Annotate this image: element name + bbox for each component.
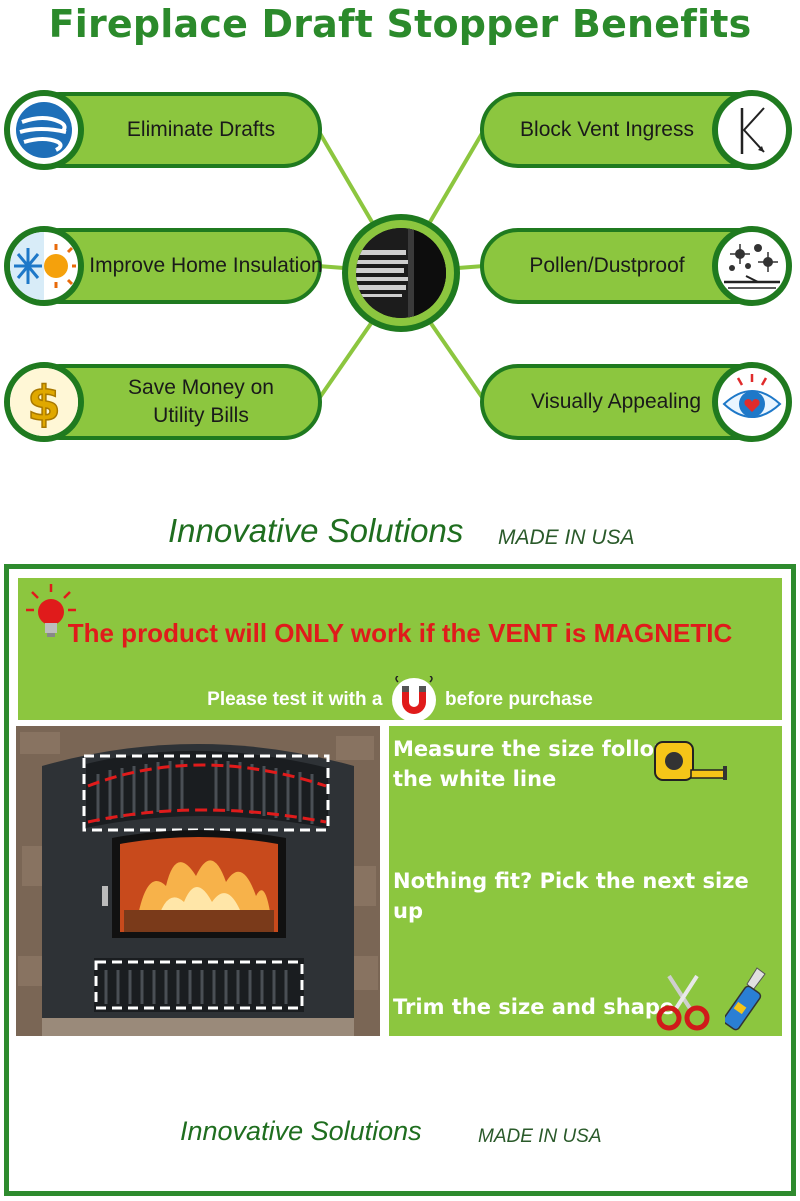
snow-sun-icon [4,226,84,306]
benefit-label: Pollen/Dustproof [529,254,685,277]
lightbulb-icon [26,584,76,637]
benefit-label: Eliminate Drafts [126,118,276,141]
made-in-usa-footer: MADE IN USA [478,1126,602,1147]
magnetic-warning-panel: The product will ONLY work if the VENT i… [18,578,782,722]
tape-measure-icon [654,741,727,781]
page-title: Fireplace Draft Stopper Benefits [48,2,752,46]
magnet-icon [391,676,436,722]
deflect-arrow-icon [712,90,792,170]
brand-name-footer: Innovative Solutions [180,1116,422,1146]
utility-knife-icon [725,967,766,1031]
center-hub [342,214,460,332]
benefit-label-line2: Utility Bills [153,404,249,427]
step-trim: Trim the size and shape [393,995,675,1019]
made-in-usa: MADE IN USA [498,526,635,549]
warning-main-text: The product will ONLY work if the VENT i… [67,618,733,648]
benefit-label: Improve Home Insulation [89,254,323,277]
scissors-icon [656,974,710,1031]
fireplace-photo [16,726,380,1036]
step-measure: Measure the size follow the white line [393,734,673,794]
wind-icon [4,90,84,170]
svg-text:$: $ [27,376,60,432]
brand-name: Innovative Solutions [168,512,464,549]
draft-stopper-swatch [356,228,446,318]
eye-heart-icon [712,362,792,442]
step-size-up: Nothing fit? Pick the next size up [393,869,749,923]
benefit-label: Visually Appealing [530,390,702,413]
step-measure-line2: the white line [393,767,557,791]
dust-particles-icon [712,226,792,306]
warning-sub-before: Please test it with a [207,689,383,711]
step-measure-line1: Measure the size follow [393,737,674,761]
benefit-label-line1: Save Money on [128,376,274,399]
warning-sub-after: before purchase [445,689,593,711]
benefit-label: Block Vent Ingress [520,118,694,141]
measuring-steps-panel: Measure the size follow the white line N… [389,726,782,1036]
connector-lines [316,128,486,402]
benefit-label: Save Money on Utility Bills [96,368,306,436]
warning-sub-text: Please test it with a before purchase [18,676,782,724]
dollar-icon: $ [4,362,84,442]
